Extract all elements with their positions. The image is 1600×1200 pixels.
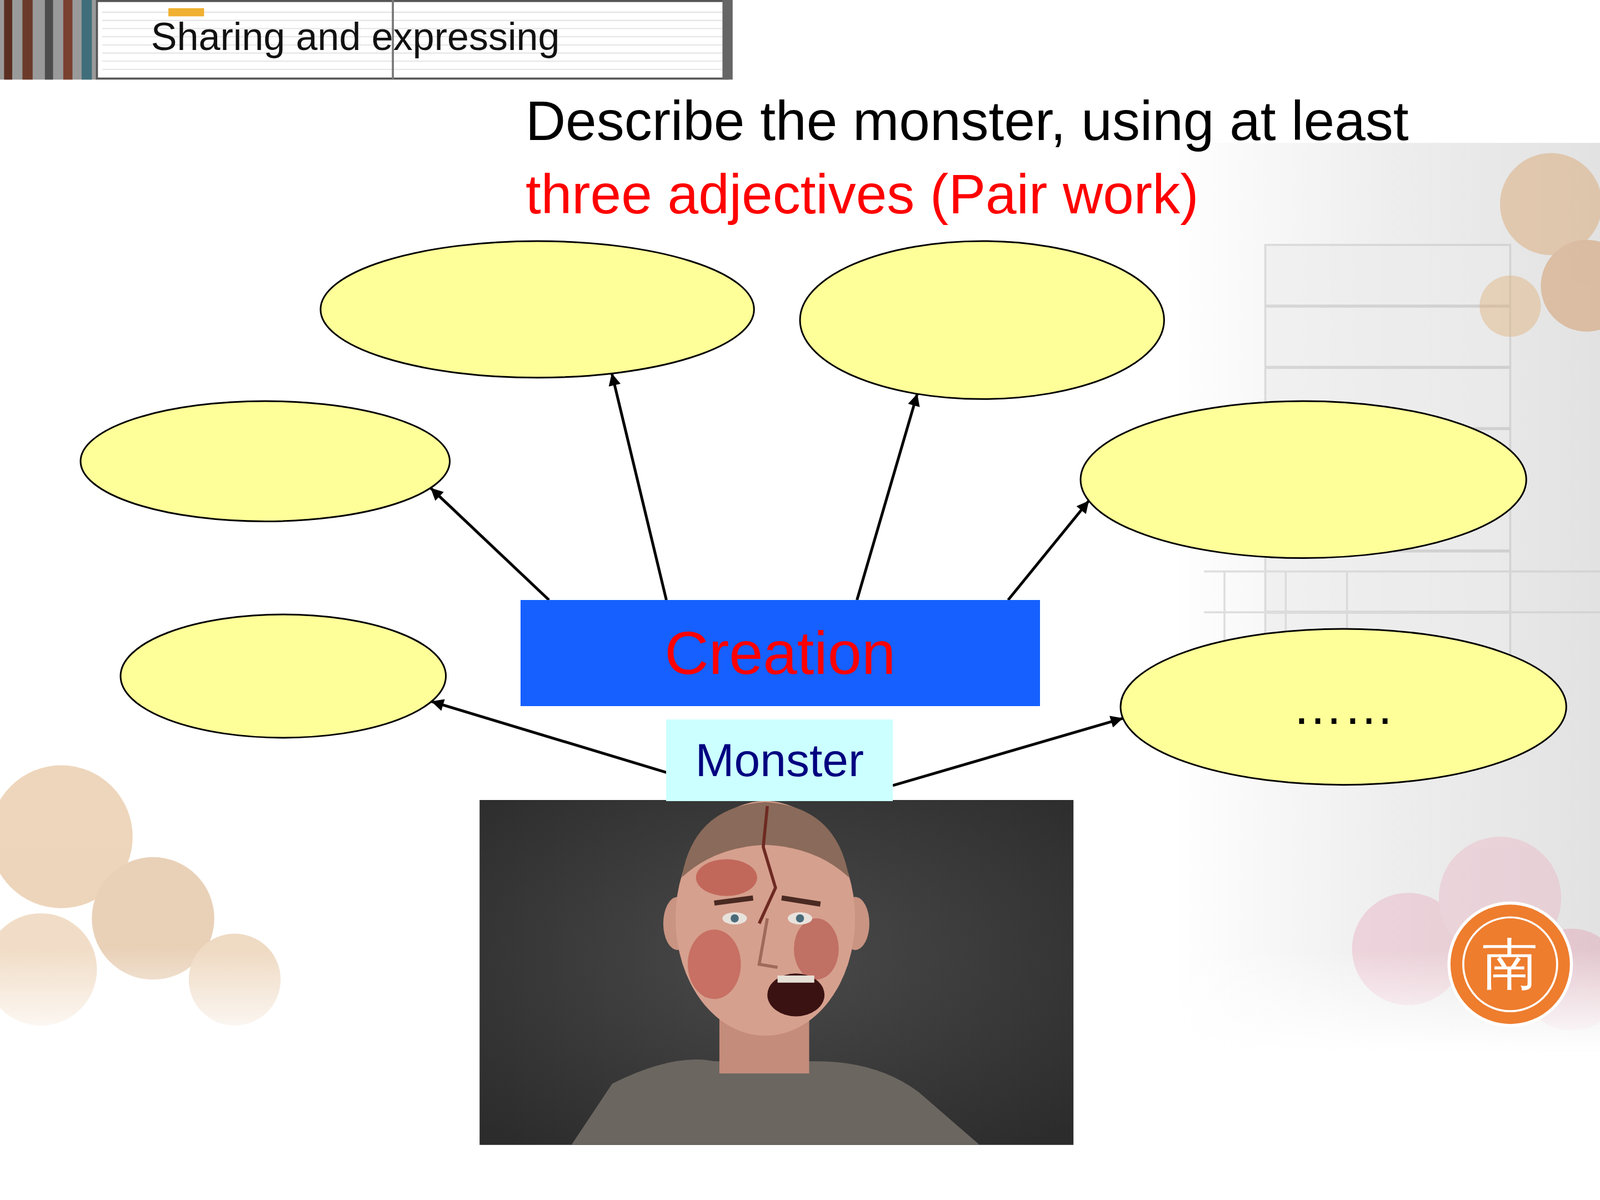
book-spines <box>0 0 97 80</box>
book-spine <box>63 0 73 80</box>
logo-disc <box>1448 903 1572 1026</box>
page-lines <box>102 12 723 70</box>
book-spine <box>45 0 54 80</box>
ellipse-shape <box>1080 401 1527 559</box>
section-header: Sharing and expressing <box>151 14 560 60</box>
ellipse-shape <box>120 614 447 738</box>
node-text: …… <box>1292 677 1395 737</box>
answer-ellipse <box>119 613 448 739</box>
arrow-connector <box>1008 500 1089 600</box>
head <box>675 801 855 1036</box>
arrow-connector <box>892 718 1123 786</box>
ellipse-outline <box>319 240 755 379</box>
tree-leaves <box>1479 275 1541 337</box>
wound <box>687 929 742 999</box>
brows <box>714 897 821 904</box>
campus-backdrop <box>0 142 1600 1052</box>
ellipse-outline <box>1079 400 1528 560</box>
teeth <box>777 975 815 983</box>
node-text: Monster <box>695 733 864 788</box>
answer-ellipse <box>79 400 452 523</box>
answer-ellipse: …… <box>1119 627 1568 787</box>
ellipse-shape <box>1120 628 1567 785</box>
school-logo <box>1448 903 1572 1026</box>
pupil <box>730 914 739 923</box>
section-banner <box>0 0 733 80</box>
nose <box>759 918 778 968</box>
ellipse-outline <box>798 240 1165 400</box>
creation-box: Creation <box>520 600 1040 707</box>
open-mouth <box>767 973 825 1017</box>
banner-ground <box>0 0 733 80</box>
book-spine <box>81 0 92 80</box>
tree-leaves <box>1500 153 1600 256</box>
eye <box>722 912 747 925</box>
book-page <box>96 1 728 79</box>
arrow-connector <box>611 373 667 600</box>
wound <box>696 859 758 897</box>
eye <box>787 912 813 925</box>
sky-fade <box>1173 142 1600 1052</box>
arrow-connector <box>430 487 549 600</box>
book-edge <box>722 0 733 80</box>
ellipse-outline <box>119 613 448 739</box>
monster-photo <box>479 800 1074 1145</box>
book-spine <box>22 0 33 80</box>
monster-label-box: Monster <box>666 719 893 802</box>
wound <box>793 918 839 980</box>
ellipse-shape <box>80 401 450 522</box>
slide-title: Describe the monster, using at least thr… <box>525 83 1417 231</box>
trees <box>0 153 1600 1032</box>
scar <box>759 806 776 924</box>
logo-ring <box>1463 917 1558 1012</box>
arrow-connector <box>857 393 918 600</box>
answer-ellipse <box>319 240 755 379</box>
answer-ellipse <box>798 240 1165 400</box>
arrow-connector <box>431 701 667 773</box>
ellipse-shape <box>800 241 1164 399</box>
book-spine <box>3 0 13 80</box>
photo-ground <box>479 800 1074 1145</box>
logo-character: 南 <box>1482 932 1538 997</box>
pupil <box>796 914 805 923</box>
ellipse-outline <box>79 400 452 523</box>
answer-ellipse <box>1079 400 1528 560</box>
tree-leaves <box>1540 240 1600 332</box>
ellipse-shape <box>320 241 754 378</box>
node-text: Creation <box>664 617 896 689</box>
